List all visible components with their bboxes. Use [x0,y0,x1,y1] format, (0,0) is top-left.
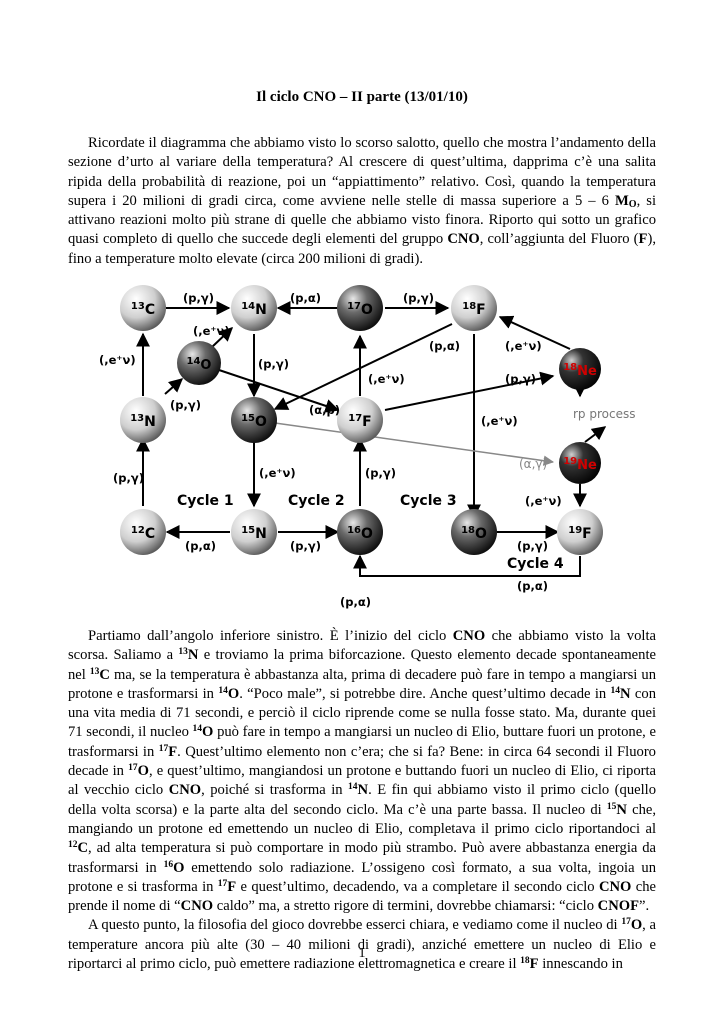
arrow-19ne-rp [585,427,605,442]
label-rp-process: rp process [573,407,635,421]
label-cycle-4: Cycle 4 [507,556,564,572]
nucleus-19f: 19F [557,509,603,555]
nucleus-15n: 15N [231,509,277,555]
nucleus-12c: 12C [120,509,166,555]
label-pg-14o: (p,γ) [170,398,201,412]
label-pg-15n-16o: (p,γ) [290,539,321,553]
label-ev-18ne: (,e⁺ν) [505,339,542,353]
label-pa-15n-12c: (p,α) [185,539,216,553]
body-paragraph: Partiamo dall’angolo inferiore sinistro.… [68,627,656,974]
label-ev-15o: (,e⁺ν) [259,466,296,480]
nucleus-14o: 14O [177,341,221,385]
intro-paragraph: Ricordate il diagramma che abbiamo visto… [68,134,656,269]
arrow-13n-14o [165,379,182,394]
cno-cycle-diagram: 13C 14N 17O 18F 14O 18Ne 13N 15O [85,284,645,620]
arrow-15o-19ne [275,423,553,462]
label-ap: (α,p) [309,403,340,417]
label-pa-bottom: (p,α) [340,595,371,609]
label-ev-13n: (,e⁺ν) [99,353,136,367]
label-pg-12c: (p,γ) [113,471,144,485]
nucleus-17o: 17O [337,285,383,331]
label-ag: (α,γ) [519,457,547,471]
label-cycle-1: Cycle 1 [177,493,234,509]
label-ev-14o: (,e⁺ν) [193,324,230,338]
nucleus-16o: 16O [337,509,383,555]
label-pg-17o-18f: (p,γ) [403,291,434,305]
label-pg-16o: (p,γ) [365,466,396,480]
page-title: Il ciclo CNO – II parte (13/01/10) [0,89,724,106]
label-cycle-3: Cycle 3 [400,493,457,509]
nucleus-13c: 13C [120,285,166,331]
label-pg-18o-19f: (p,γ) [517,539,548,553]
label-pg-13c-14n: (p,γ) [183,291,214,305]
label-pg-18ne: (p,γ) [505,372,536,386]
label-ev-17f: (,e⁺ν) [368,372,405,386]
label-pg-14n: (p,γ) [258,357,289,371]
reaction-labels: (p,γ) (p,α) (p,γ) (,e⁺ν) (,e⁺ν) (p,γ) (p… [99,291,562,609]
nucleus-13n: 13N [120,397,166,443]
nucleus-18f: 18F [451,285,497,331]
nucleus-18ne: 18Ne [559,348,601,390]
page-number: 1 [0,946,724,962]
nucleus-15o: 15O [231,397,277,443]
label-ev-19ne: (,e⁺ν) [525,494,562,508]
nucleus-14n: 14N [231,285,277,331]
nucleus-19ne: 19Ne [559,442,601,484]
label-cycle-2: Cycle 2 [288,493,345,509]
label-pa-17o-14n: (p,α) [290,291,321,305]
label-pa-19f: (p,α) [517,579,548,593]
nucleus-18o: 18O [451,509,497,555]
arrow-18f-15o [275,324,452,409]
nucleus-17f: 17F [337,397,383,443]
label-ev-18f: (,e⁺ν) [481,414,518,428]
label-pa-18f: (p,α) [429,339,460,353]
